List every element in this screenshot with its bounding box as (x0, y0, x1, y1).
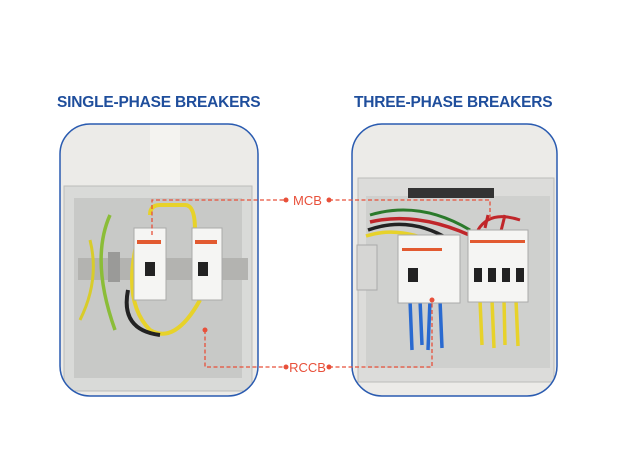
annotation-dots (202, 197, 435, 370)
mcb-label: MCB (293, 193, 322, 208)
single-phase-panel (59, 123, 259, 397)
rccb-device-3p (397, 234, 461, 304)
three-phase-title: THREE-PHASE BREAKERS (354, 94, 553, 111)
rccb-label: RCCB (289, 360, 326, 375)
annotation-lines (151, 199, 491, 368)
three-phase-photo (352, 124, 557, 396)
single-phase-photo (60, 124, 258, 396)
single-phase-title: SINGLE-PHASE BREAKERS (57, 94, 261, 111)
three-phase-panel (351, 123, 558, 397)
